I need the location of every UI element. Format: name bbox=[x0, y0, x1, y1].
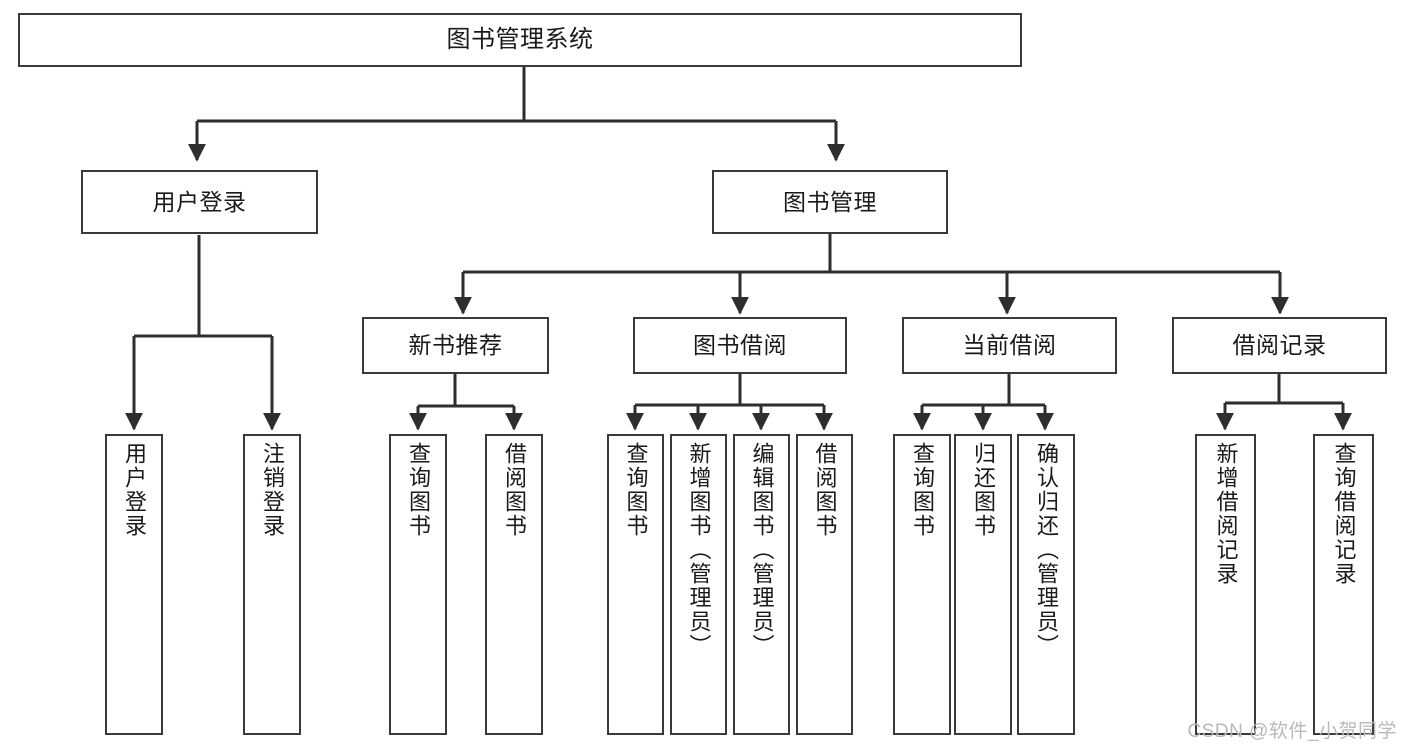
node-label: 新书推荐 bbox=[408, 332, 503, 359]
node-label: 编辑图书（管理员） bbox=[749, 442, 775, 658]
node-label: 图书借阅 bbox=[693, 332, 787, 359]
node-label: 归还图书 bbox=[970, 442, 996, 538]
leaf-current-return-book[interactable]: 归还图书 bbox=[954, 434, 1012, 735]
node-label: 查询图书 bbox=[909, 442, 935, 538]
node-label: 借阅图书 bbox=[501, 442, 527, 538]
node-label: 确认归还（管理员） bbox=[1033, 442, 1059, 658]
node-label: 查询图书 bbox=[405, 442, 431, 538]
node-label: 查询图书 bbox=[623, 442, 649, 538]
node-label: 新增借阅记录 bbox=[1213, 442, 1239, 586]
node-book-borrow[interactable]: 图书借阅 bbox=[633, 317, 847, 374]
node-label: 查询借阅记录 bbox=[1331, 442, 1357, 586]
node-root-system[interactable]: 图书管理系统 bbox=[18, 13, 1022, 67]
node-label: 注销登录 bbox=[259, 442, 285, 538]
leaf-current-confirm-return-admin[interactable]: 确认归还（管理员） bbox=[1017, 434, 1075, 735]
node-borrow-record[interactable]: 借阅记录 bbox=[1172, 317, 1387, 374]
node-user-login[interactable]: 用户登录 bbox=[81, 170, 318, 234]
node-label: 借阅图书 bbox=[812, 442, 838, 538]
leaf-newbook-borrow-book[interactable]: 借阅图书 bbox=[485, 434, 543, 735]
leaf-user-logout[interactable]: 注销登录 bbox=[243, 434, 301, 735]
leaf-record-add-borrow-record[interactable]: 新增借阅记录 bbox=[1195, 434, 1256, 735]
leaf-borrow-borrow-book[interactable]: 借阅图书 bbox=[796, 434, 853, 735]
leaf-user-login[interactable]: 用户登录 bbox=[105, 434, 163, 735]
leaf-borrow-add-book-admin[interactable]: 新增图书（管理员） bbox=[670, 434, 727, 735]
leaf-record-query-borrow-record[interactable]: 查询借阅记录 bbox=[1313, 434, 1374, 735]
leaf-newbook-query-book[interactable]: 查询图书 bbox=[389, 434, 447, 735]
node-label: 当前借阅 bbox=[962, 332, 1057, 359]
node-label: 图书管理系统 bbox=[446, 26, 594, 54]
node-label: 用户登录 bbox=[152, 188, 247, 215]
node-label: 图书管理 bbox=[783, 188, 877, 215]
leaf-current-query-book[interactable]: 查询图书 bbox=[893, 434, 951, 735]
watermark-text: CSDN @软件_小贺同学 bbox=[1187, 721, 1397, 742]
node-label: 用户登录 bbox=[121, 442, 147, 538]
node-current-borrow[interactable]: 当前借阅 bbox=[902, 317, 1117, 374]
leaf-borrow-query-book[interactable]: 查询图书 bbox=[607, 434, 664, 735]
node-label: 借阅记录 bbox=[1232, 332, 1327, 359]
node-label: 新增图书（管理员） bbox=[686, 442, 712, 658]
node-book-management[interactable]: 图书管理 bbox=[712, 170, 948, 234]
node-new-book-recommend[interactable]: 新书推荐 bbox=[362, 317, 549, 374]
leaf-borrow-edit-book-admin[interactable]: 编辑图书（管理员） bbox=[733, 434, 790, 735]
